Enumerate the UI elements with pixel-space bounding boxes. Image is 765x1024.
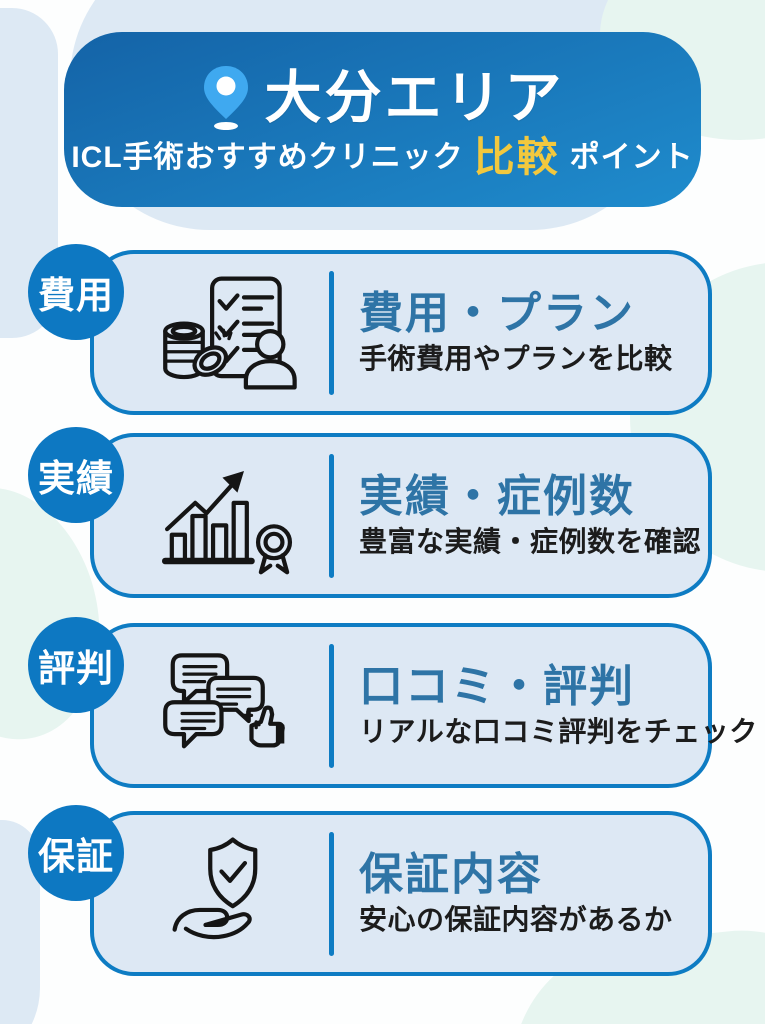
card-text-block: 費用・プラン 手術費用やプランを比較 — [334, 288, 673, 375]
subtitle-suffix: ポイント — [569, 140, 694, 174]
badge-guarantee: 保証 — [28, 805, 124, 901]
header-title-row: 大分エリア — [201, 61, 565, 130]
bar-chart-award-icon — [161, 470, 292, 574]
card-text-block: 保証内容 安心の保証内容があるか — [334, 849, 673, 936]
card-description: 豊富な実績・症例数を確認 — [359, 525, 702, 557]
card-description: 安心の保証内容があるか — [359, 903, 673, 935]
subtitle-prefix: ICL手術おすすめクリニック — [71, 140, 464, 174]
card-results-cases: 実績 実績・症例数 豊富な実績・症例数を確認 — [28, 427, 712, 598]
card-description: リアルな口コミ評判をチェック — [359, 715, 758, 747]
card-title: 実績・症例数 — [359, 471, 635, 521]
card-divider — [329, 453, 334, 578]
card-divider — [329, 270, 334, 395]
card-title: 費用・プラン — [359, 288, 635, 338]
card-cost-plan: 費用 費用・プラン 手術費用や — [28, 244, 712, 415]
header-banner: 大分エリア ICL手術おすすめクリニック 比較 ポイント — [64, 32, 701, 207]
card-reviews-reputation: 評判 口コミ・評判 リアルな口コミ評判をチェック — [28, 617, 757, 788]
card-description: 手術費用やプランを比較 — [359, 342, 673, 374]
page-subtitle: ICL手術おすすめクリニック 比較 ポイント — [71, 137, 693, 178]
card-divider — [329, 831, 334, 956]
card-text-block: 口コミ・評判 リアルな口コミ評判をチェック — [334, 661, 758, 748]
card-title: 保証内容 — [359, 849, 543, 899]
page-title: 大分エリア — [264, 66, 565, 130]
location-pin-icon — [201, 65, 251, 131]
badge-cost: 費用 — [28, 244, 124, 340]
card-guarantee: 保証 保証内容 安心の保証内容があるか — [28, 805, 712, 976]
card-title: 口コミ・評判 — [359, 661, 635, 711]
badge-results: 実績 — [28, 427, 124, 523]
card-icon-area — [94, 646, 329, 766]
subtitle-highlight: 比較 — [473, 134, 560, 180]
badge-reputation: 評判 — [28, 617, 124, 713]
card-divider — [329, 643, 334, 768]
coins-checklist-icon — [162, 276, 297, 389]
card-icon-area — [94, 834, 329, 954]
card-text-block: 実績・症例数 豊富な実績・症例数を確認 — [334, 471, 702, 558]
card-icon-area — [94, 456, 329, 576]
hand-shield-icon — [172, 837, 257, 939]
card-icon-area — [94, 273, 329, 393]
speech-bubbles-thumbs-up-icon — [162, 652, 285, 748]
